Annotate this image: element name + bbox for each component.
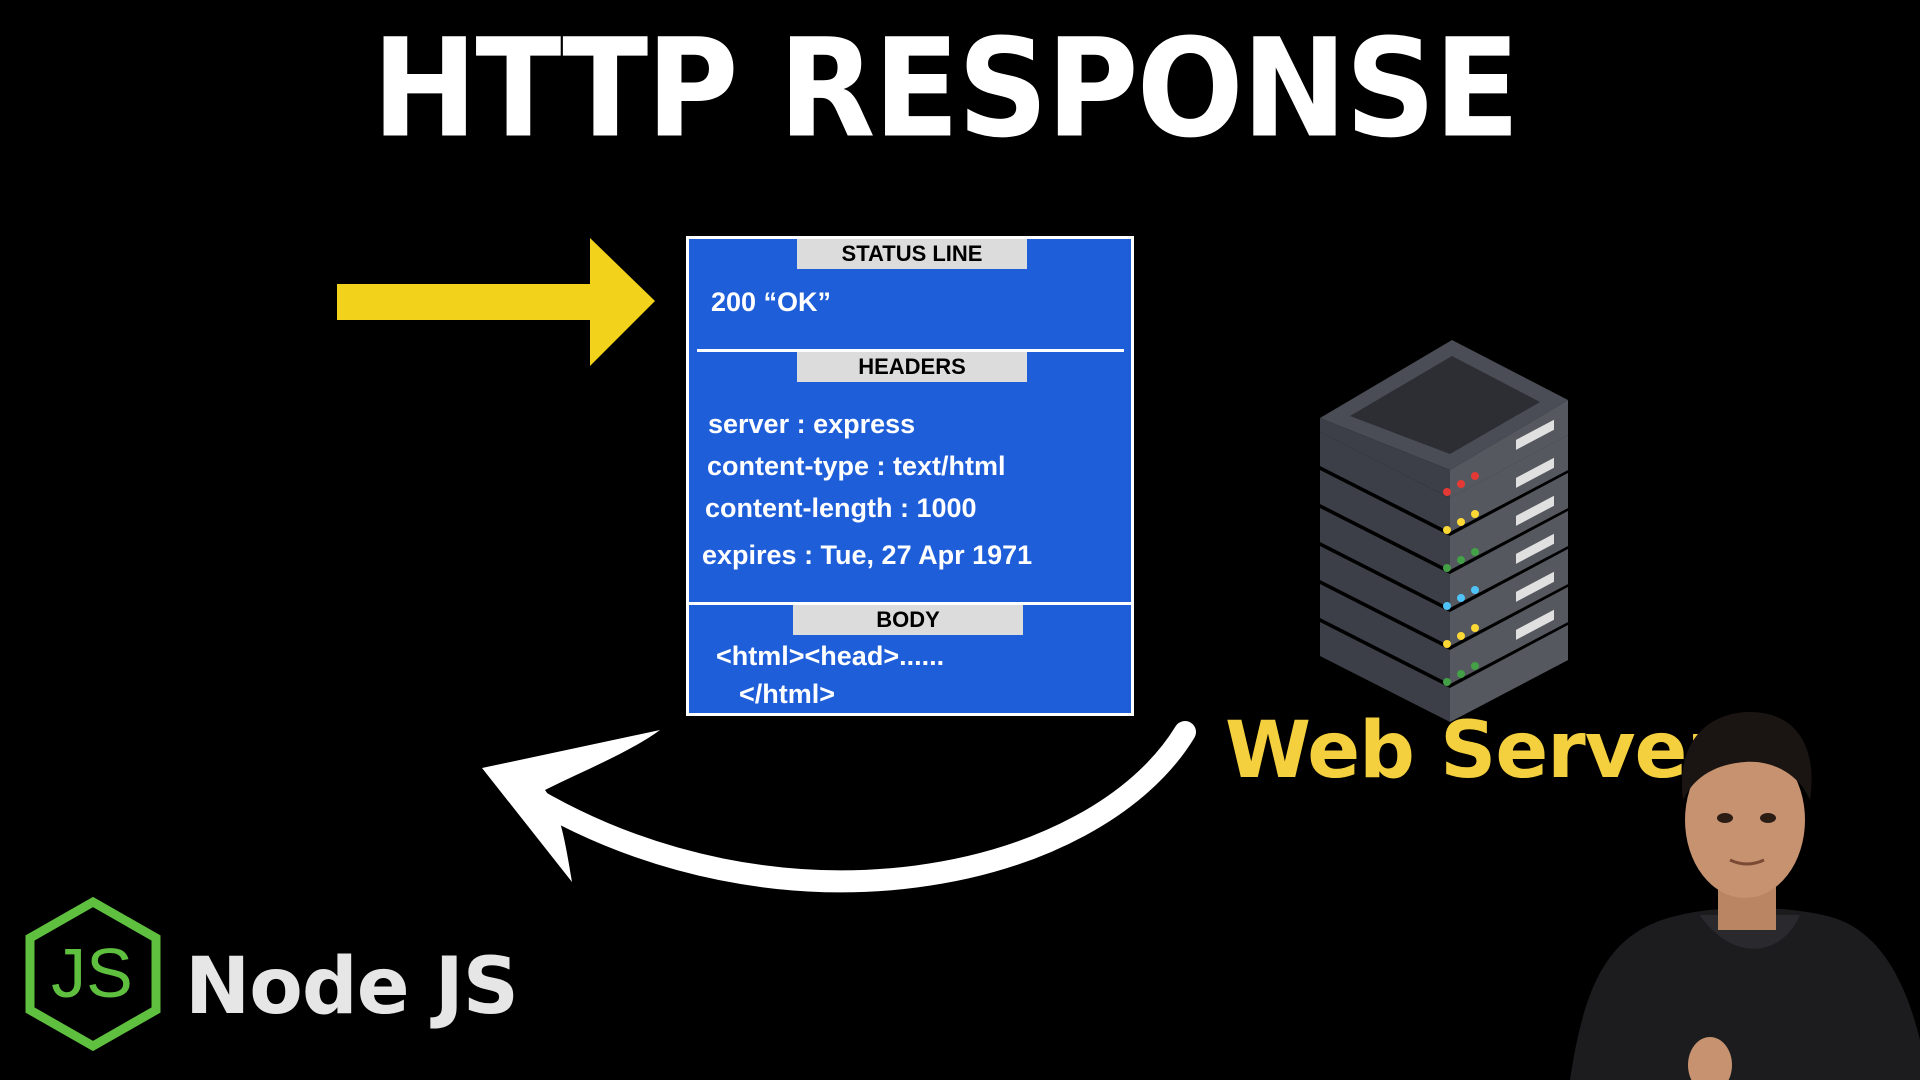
headers-label: HEADERS [797, 352, 1027, 382]
status-line-label: STATUS LINE [797, 239, 1027, 269]
nodejs-logo-mark: JS [51, 934, 133, 1012]
header-line: server : express [708, 409, 916, 439]
web-server-label: Web Server [1225, 706, 1725, 796]
body-label: BODY [793, 605, 1023, 635]
header-line: content-type : text/html [707, 451, 1006, 481]
header-line: content-length : 1000 [705, 493, 977, 523]
server-rack-body [1320, 340, 1568, 722]
status-value: 200 “OK” [711, 287, 832, 317]
server-status-lights [1443, 472, 1479, 686]
server-vent-grid [1516, 419, 1554, 640]
body-line: </html> [739, 679, 836, 709]
headers-divider [689, 602, 1131, 605]
http-response-box: STATUS LINE 200 “OK” HEADERS server : ex… [686, 236, 1134, 716]
slide-title: HTTP RESPONSE [371, 9, 1520, 168]
nodejs-label: Node JS [185, 942, 519, 1032]
status-divider [697, 349, 1124, 352]
header-line: expires : Tue, 27 Apr 1971 [702, 540, 1033, 570]
body-line: <html><head>...... [716, 641, 945, 671]
